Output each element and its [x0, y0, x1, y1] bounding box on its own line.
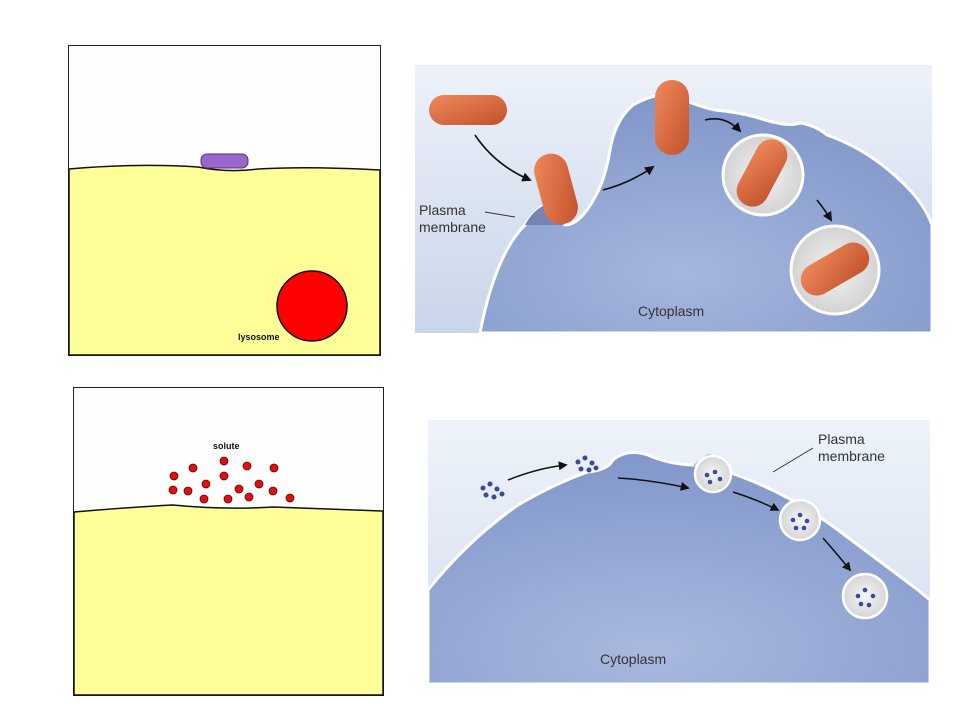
solute-particle — [244, 492, 254, 502]
solute-dot — [586, 467, 592, 473]
cytoplasm-label: Cytoplasm — [638, 303, 704, 319]
solute-particle — [269, 463, 279, 473]
arrow-2 — [617, 477, 690, 491]
solute-dot — [790, 517, 796, 523]
phagocytosis-animation-panel: lysosome — [68, 45, 381, 356]
arrow-1 — [474, 134, 532, 182]
plasma-membrane-label-line2: membrane — [818, 448, 885, 464]
solute-dot — [704, 472, 710, 478]
solute-particle — [188, 463, 198, 473]
bacterium-2 — [534, 153, 578, 225]
solute-particle — [201, 479, 211, 489]
pinocytosis-animation-panel: solute — [73, 387, 384, 696]
solute-particle — [169, 471, 179, 481]
solute-label: solute — [213, 441, 240, 451]
solute-dot — [793, 525, 799, 531]
solute-dot — [717, 476, 723, 482]
solute-particle — [199, 494, 209, 504]
cytoplasm-region — [73, 504, 384, 696]
lysosome-label: lysosome — [238, 332, 280, 342]
phagocytosis-animation-figure: lysosome — [68, 45, 381, 356]
solute-dot — [582, 455, 588, 461]
solute-particle — [219, 471, 229, 481]
solute-dot — [855, 593, 861, 599]
solute-dot — [575, 459, 581, 465]
solute-particle — [268, 486, 278, 496]
vesicle-2 — [841, 572, 889, 620]
lysosome — [276, 270, 348, 342]
solute-dot — [870, 593, 876, 599]
solute-dot — [483, 492, 489, 498]
solute-particle — [223, 494, 233, 504]
bacterium-1 — [429, 95, 507, 125]
solute-particles — [168, 456, 295, 504]
arrow-1 — [507, 461, 568, 481]
pit-vesicle — [693, 454, 733, 494]
bacterium-3 — [655, 80, 689, 155]
particle — [200, 153, 249, 169]
plasma-membrane-label-line2: membrane — [419, 219, 486, 235]
solute-dot — [593, 465, 599, 471]
solute-dot — [589, 460, 595, 466]
solute-dot — [858, 601, 864, 607]
pinocytosis-animation-figure: solute — [73, 387, 384, 696]
solute-dot — [804, 518, 810, 524]
plasma-membrane-label-line1: Plasma — [419, 202, 466, 218]
arrow-4 — [822, 537, 852, 572]
solute-particle — [234, 484, 244, 494]
solute-particle — [254, 479, 264, 489]
bacterium-5 — [800, 242, 870, 296]
solute-dot — [487, 481, 493, 487]
phagocytosis-illustration-panel: Plasma membrane Cytoplasm — [415, 65, 932, 333]
solute-particle — [219, 456, 229, 466]
solute-dot — [499, 491, 505, 497]
solute-particle — [168, 485, 178, 495]
arrow-2 — [602, 165, 655, 191]
solute-dot — [578, 466, 584, 472]
plasma-membrane-leader — [484, 211, 516, 218]
arrow-4 — [816, 199, 832, 222]
pinocytosis-illustration-panel: Plasma membrane Cytoplasm — [428, 420, 930, 684]
arrow-3 — [704, 118, 742, 133]
solute-dots — [480, 455, 876, 608]
bacterium-4 — [736, 139, 788, 207]
solute-particle — [183, 486, 193, 496]
arrow-3 — [732, 491, 780, 511]
solute-dot — [712, 469, 718, 475]
solute-dot — [480, 485, 486, 491]
solute-dot — [801, 525, 807, 531]
solute-dot — [707, 479, 713, 485]
solute-particle — [242, 461, 252, 471]
plasma-membrane-leader — [772, 447, 814, 473]
solute-dot — [866, 602, 872, 608]
solute-dot — [862, 587, 868, 593]
solute-dot — [494, 486, 500, 492]
cytoplasm-label: Cytoplasm — [600, 651, 666, 667]
vesicle-1 — [778, 498, 822, 542]
phagocytosis-illustration-figure: Plasma membrane Cytoplasm — [415, 65, 932, 333]
plasma-membrane-label-line1: Plasma — [818, 431, 865, 447]
solute-dot — [491, 494, 497, 500]
solute-particle — [285, 493, 295, 503]
solute-dot — [797, 512, 803, 518]
pinocytosis-illustration-figure: Plasma membrane Cytoplasm — [428, 420, 930, 684]
